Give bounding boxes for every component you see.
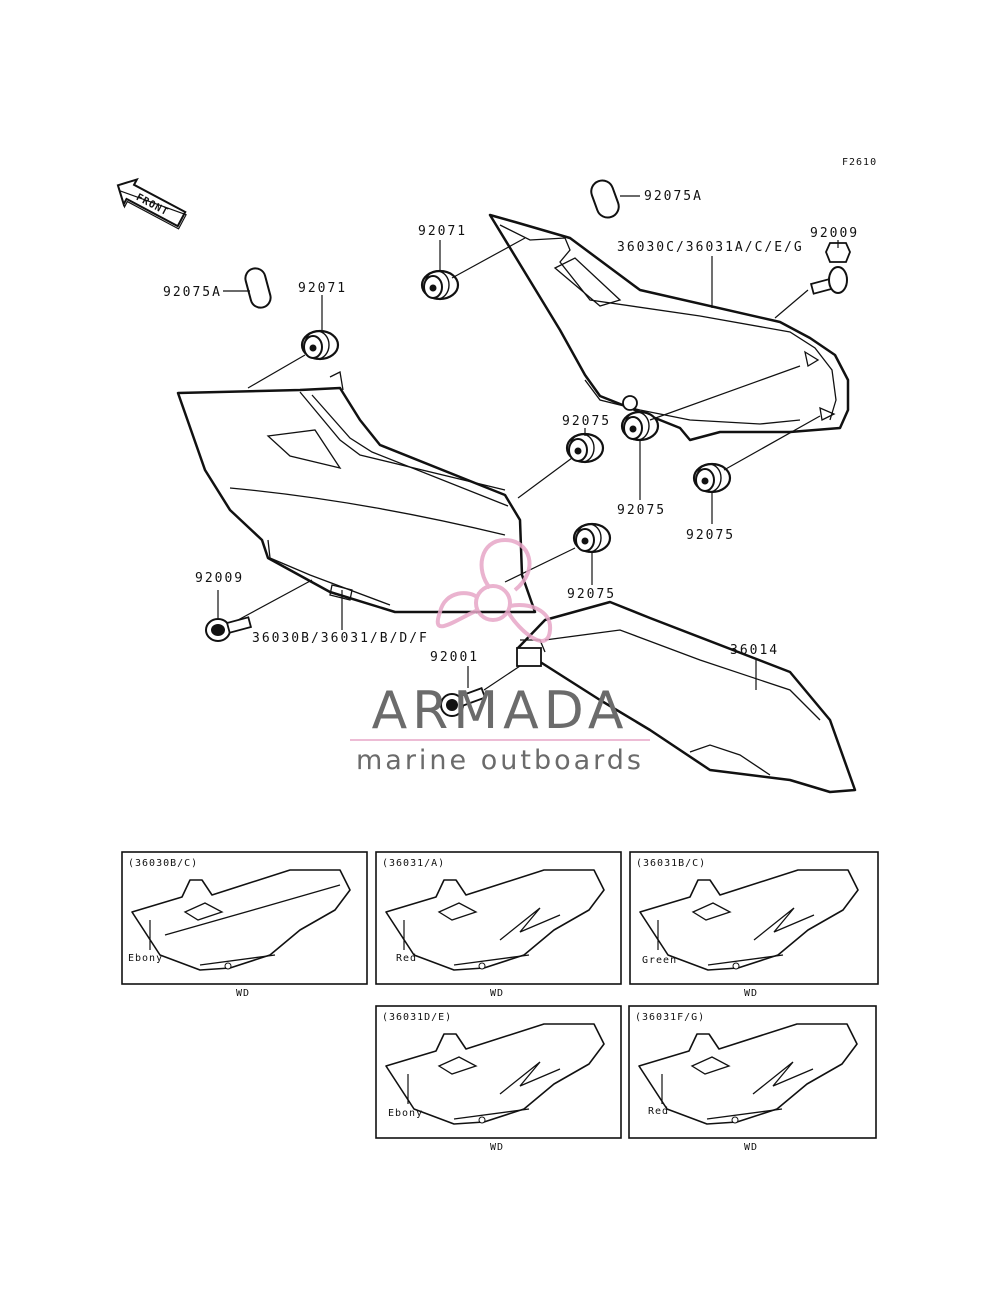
- variant-note: WD: [490, 988, 504, 999]
- bolt-92009-left: [205, 616, 253, 642]
- bolt-92009-right: [809, 242, 851, 295]
- variant-box-2: (36031/A) Red WD: [375, 851, 622, 999]
- callout-92009-left: 92009: [195, 571, 244, 586]
- grommet-92075-b: [620, 410, 660, 442]
- lower-cover-36014: [516, 600, 857, 794]
- watermark-name: ARMADA: [372, 681, 629, 741]
- grommet-92071-left: [300, 329, 340, 361]
- callout-92071-top: 92071: [418, 224, 467, 239]
- variant-code: (36031F/G): [635, 1012, 705, 1023]
- variant-color: Red: [396, 953, 417, 964]
- variant-note: WD: [490, 1142, 504, 1153]
- variant-code: (36030B/C): [128, 858, 198, 869]
- callout-92075-d: 92075: [567, 587, 616, 602]
- variant-color: Ebony: [388, 1108, 423, 1119]
- callout-92071-left: 92071: [298, 281, 347, 296]
- variant-box-5: (36031F/G) Red WD: [628, 1005, 877, 1153]
- armada-propeller-logo: [435, 537, 553, 643]
- variant-color: Red: [648, 1106, 669, 1117]
- grommet-92075-c: [692, 462, 732, 494]
- variant-box-3: (36031B/C) Green WD: [629, 851, 879, 999]
- variant-note: WD: [744, 988, 758, 999]
- variant-code: (36031D/E): [382, 1012, 452, 1023]
- callout-92075-b: 92075: [617, 503, 666, 518]
- bolt-92001: [440, 687, 487, 717]
- variant-code: (36031/A): [382, 858, 445, 869]
- pin-92075A-left: [244, 267, 272, 309]
- callout-92075A-top: 92075A: [644, 189, 703, 204]
- front-arrow-icon: FRONT: [116, 177, 187, 230]
- callout-92075A-left: 92075A: [163, 285, 222, 300]
- pin-92075A-top: [590, 179, 620, 219]
- side-cover-left: [176, 371, 537, 614]
- watermark-tagline: marine outboards: [356, 745, 644, 776]
- variant-box-1: (36030B/C) Ebony WD: [121, 851, 368, 999]
- variant-color: Ebony: [128, 953, 163, 964]
- variant-note: WD: [236, 988, 250, 999]
- side-cover-right: [488, 213, 850, 442]
- callout-36030B: 36030B/36031/B/D/F: [252, 631, 429, 646]
- callout-36014: 36014: [730, 643, 779, 658]
- callout-92075-c: 92075: [686, 528, 735, 543]
- grommet-92071-top: [420, 269, 460, 301]
- variant-box-4: (36031D/E) Ebony WD: [375, 1005, 622, 1153]
- grommet-92075-a: [565, 432, 605, 464]
- callout-92075-a: 92075: [562, 414, 611, 429]
- variant-note: WD: [744, 1142, 758, 1153]
- variant-color: Green: [642, 955, 677, 966]
- callout-92009-right: 92009: [810, 226, 859, 241]
- figure-code: F2610: [842, 157, 877, 168]
- callout-92001: 92001: [430, 650, 479, 665]
- grommet-92075-d: [572, 522, 612, 554]
- variant-code: (36031B/C): [636, 858, 706, 869]
- callout-36030C: 36030C/36031A/C/E/G: [617, 240, 804, 255]
